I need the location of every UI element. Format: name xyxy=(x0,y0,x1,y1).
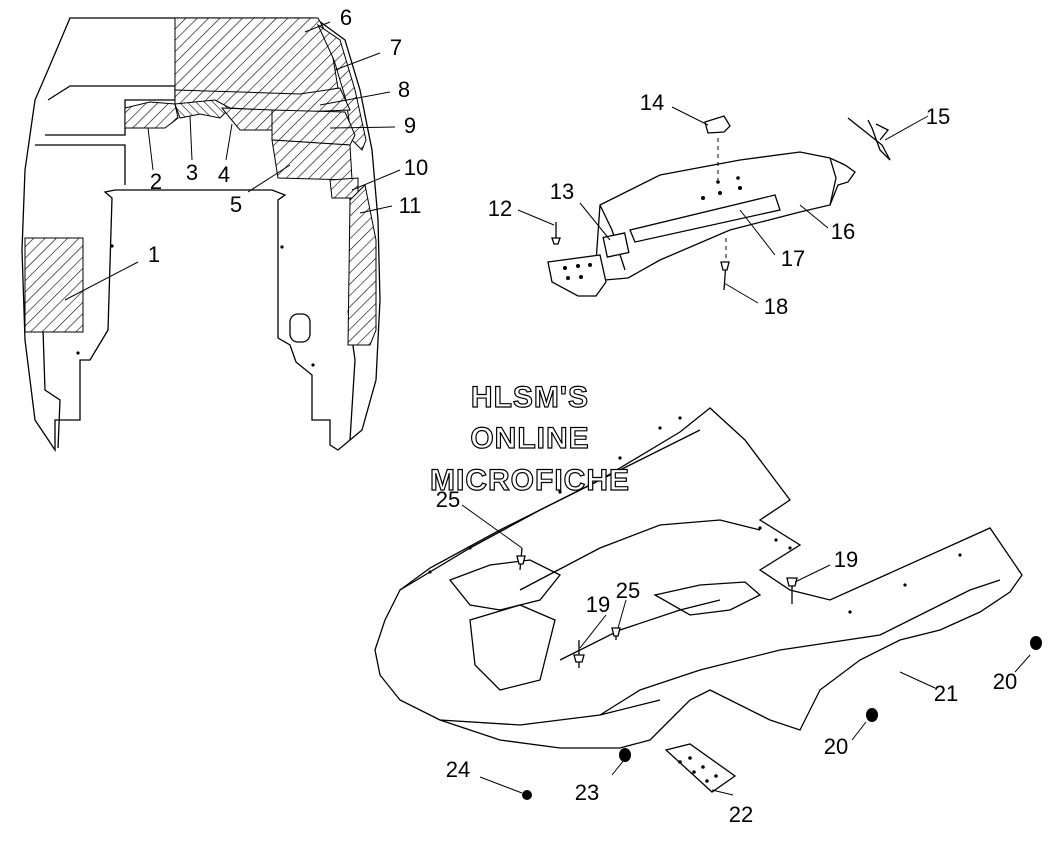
part-23-grommet xyxy=(619,748,631,762)
callout-15: 15 xyxy=(926,104,950,129)
callout-7: 7 xyxy=(390,35,402,60)
callout-18: 18 xyxy=(764,294,788,319)
watermark-line-1: HLSM'S xyxy=(471,381,589,414)
callout-20-a: 20 xyxy=(993,669,1017,694)
part-7-strip xyxy=(316,23,367,151)
part-21-pan xyxy=(374,407,1023,749)
callout-12: 12 xyxy=(488,196,512,221)
callout-1: 1 xyxy=(148,242,160,267)
callout-19-b: 19 xyxy=(834,547,858,572)
callout-13: 13 xyxy=(550,179,574,204)
callout-3: 3 xyxy=(186,160,198,185)
part-1-panel xyxy=(24,237,84,333)
callout-6: 6 xyxy=(340,5,352,30)
part-20-grommet-b xyxy=(866,708,878,722)
callout-8: 8 xyxy=(398,77,410,102)
part-6-panel xyxy=(174,17,339,97)
watermark-line-2: ONLINE xyxy=(470,422,589,455)
part-14-clip xyxy=(704,115,731,134)
callout-2: 2 xyxy=(150,169,162,194)
callout-20-b: 20 xyxy=(824,734,848,759)
callout-4: 4 xyxy=(218,162,230,187)
callout-11: 11 xyxy=(399,193,422,218)
callout-16: 16 xyxy=(831,219,855,244)
hood-assembly xyxy=(21,17,381,453)
callout-24: 24 xyxy=(446,757,470,782)
part-2-piece xyxy=(124,101,179,129)
part-4-piece xyxy=(220,107,273,131)
watermark-line-3: MICROFICHE xyxy=(430,464,630,497)
callout-25-a: 25 xyxy=(436,487,460,512)
part-20-grommet-a xyxy=(1030,636,1042,650)
part-15-clip xyxy=(847,117,891,161)
part-3-piece xyxy=(174,99,231,119)
callouts: 1 2 3 4 5 6 7 8 9 10 11 12 13 14 15 16 1… xyxy=(148,5,1017,827)
watermark: HLSM'S ONLINE MICROFICHE xyxy=(429,380,630,497)
callout-17: 17 xyxy=(781,246,805,271)
callout-25-b: 25 xyxy=(616,578,640,603)
part-12-bracket xyxy=(547,254,607,297)
part-9-piece xyxy=(271,109,356,146)
seat-bracket-assembly xyxy=(547,115,891,297)
leader-lines xyxy=(64,21,1031,796)
callout-14: 14 xyxy=(640,90,664,115)
part-22-plate xyxy=(664,743,737,793)
callout-21: 21 xyxy=(934,681,958,706)
callout-23: 23 xyxy=(575,780,599,805)
callout-10: 10 xyxy=(404,155,428,180)
part-24-pin xyxy=(522,790,532,800)
callout-9: 9 xyxy=(404,113,416,138)
callout-5: 5 xyxy=(230,192,242,217)
chassis-assembly xyxy=(374,407,1042,800)
callout-22: 22 xyxy=(729,802,753,827)
part-10-piece xyxy=(329,177,359,199)
part-5-piece xyxy=(271,139,353,181)
part-17-strip xyxy=(629,194,781,243)
callout-19-a: 19 xyxy=(586,592,610,617)
